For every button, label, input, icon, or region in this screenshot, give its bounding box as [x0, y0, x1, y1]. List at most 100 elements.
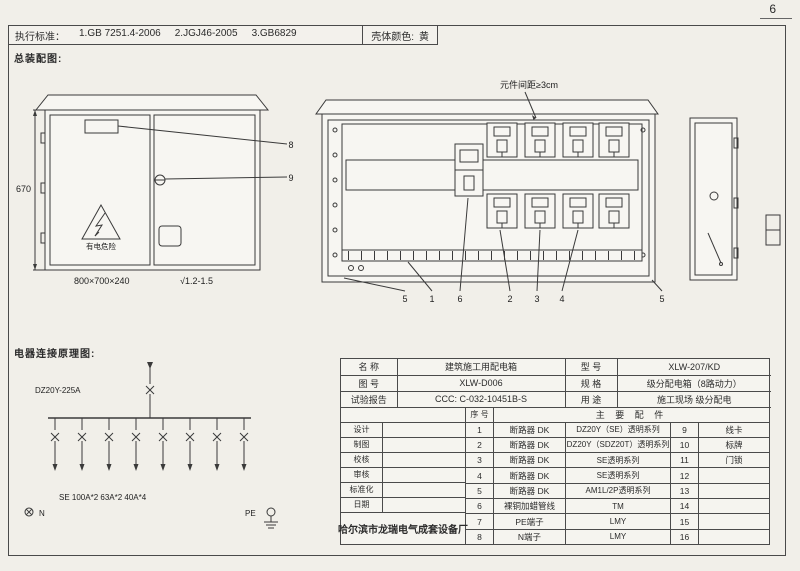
callout: 1 — [429, 294, 434, 304]
branch-breaker — [212, 417, 222, 472]
standard-2: 2.JGJ46-2005 — [174, 27, 238, 39]
acc-no: 6 — [466, 499, 494, 514]
shell-color-label: 壳体颜色: — [371, 31, 414, 43]
acc-no: 1 — [466, 422, 494, 437]
standards-list: 执行标准： 1.GB 7251.4-2006 2.JGJ46-2005 3.GB… — [9, 28, 362, 43]
acc-spec: TM — [566, 499, 671, 514]
sign-blank — [383, 468, 465, 482]
acc-spec: LMY — [566, 529, 671, 544]
use-value: 施工现场 级分配电 — [617, 391, 771, 408]
acc-no: 5 — [466, 483, 494, 499]
acc-no: 4 — [466, 468, 494, 483]
callout: 3 — [534, 294, 539, 304]
acc-name: 断路器 DK — [494, 483, 566, 499]
table-row: 5 断路器 DK AM1L/2P透明系列 13 — [466, 483, 769, 500]
breaker-unit — [598, 122, 630, 158]
shell-color-value: 黄 — [419, 31, 429, 43]
breaker-unit — [562, 122, 594, 158]
standard-1: 1.GB 7251.4-2006 — [79, 27, 161, 39]
seq-header: 序 号 — [466, 407, 494, 422]
warning-text: 有电危险 — [86, 241, 116, 251]
overall-dim-text: 800×700×240 — [74, 276, 130, 286]
sign-row: 校核 — [341, 452, 465, 468]
drawing-no-label: 图 号 — [341, 375, 398, 392]
acc-spec: DZ20Y（SDZ20T）透明系列 — [566, 437, 671, 453]
callout: 5 — [659, 294, 664, 304]
acc-no2: 16 — [671, 529, 699, 544]
shell-color: 壳体颜色: 黄 — [362, 26, 437, 44]
acc-name: 断路器 DK — [494, 422, 566, 437]
branch-breaker — [185, 417, 195, 472]
sign-blank — [383, 498, 465, 512]
sign-label: 标准化 — [341, 482, 383, 497]
breaker-unit — [524, 122, 556, 158]
cabinet-roof — [34, 94, 270, 111]
acc-name: N端子 — [494, 529, 566, 544]
main-breaker-label: DZ20Y-225A — [35, 386, 81, 395]
callout: 4 — [559, 294, 564, 304]
report-label: 试验报告 — [341, 391, 398, 408]
name-label: 名 称 — [341, 359, 398, 376]
table-row: 3 断路器 DK SE透明系列 11 门锁 — [466, 453, 769, 469]
neutral-label: N — [39, 509, 45, 518]
cabinet-body — [44, 109, 261, 271]
standards-header: 执行标准： 1.GB 7251.4-2006 2.JGJ46-2005 3.GB… — [8, 25, 438, 45]
closed-cabinet-front-view: 有电危险 670 800×700×240 √1.2-1.5 — [16, 94, 270, 286]
model-label: 型 号 — [565, 359, 618, 376]
acc-no: 8 — [466, 529, 494, 544]
acc-name: 裸铜加蜡管线 — [494, 499, 566, 514]
sign-row: 制图 — [341, 437, 465, 453]
wiring-duct — [345, 159, 639, 191]
acc-spec: AM1L/2P透明系列 — [566, 483, 671, 499]
sign-blank — [383, 453, 465, 467]
height-dimension: 670 — [16, 109, 45, 271]
use-label: 用 途 — [565, 391, 618, 408]
bottom-callouts: 5 1 6 2 3 4 5 — [343, 197, 665, 304]
height-dim-text: 670 — [16, 184, 31, 194]
cabinet-roof — [315, 99, 659, 115]
accessories-header: 序 号 主 要 配 件 — [466, 407, 769, 423]
table-row: 名 称 建筑施工用配电箱 型 号 XLW-207/KD — [341, 359, 771, 376]
page-number: 6 — [769, 2, 776, 16]
acc-no2: 13 — [671, 483, 699, 499]
accessories-table: 序 号 主 要 配 件 1 断路器 DK DZ20Y（SE）透明系列 9 线卡 … — [466, 407, 769, 544]
title-block: 名 称 建筑施工用配电箱 型 号 XLW-207/KD 图 号 XLW-D006… — [338, 358, 771, 545]
meter-window — [158, 225, 182, 247]
sign-row: 审核 — [341, 467, 465, 483]
acc-name: 断路器 DK — [494, 437, 566, 453]
breaker-unit — [486, 122, 518, 158]
right-door — [153, 114, 256, 266]
schematic-section-title: 电器连接原理图: — [14, 349, 96, 360]
callout: 6 — [457, 294, 462, 304]
name-value: 建筑施工用配电箱 — [397, 359, 566, 376]
acc-spec: SE透明系列 — [566, 453, 671, 468]
acc-no: 3 — [466, 453, 494, 468]
left-door — [49, 114, 151, 266]
acc-name2 — [699, 499, 769, 513]
spec-value: 级分配电箱（8路动力） — [617, 375, 771, 392]
title-block-lower: 设计 制图 校核 审核 标准化 日期 哈尔滨市龙瑞电气成套设备厂 序 号 主 要… — [338, 407, 769, 544]
pe-label: PE — [245, 509, 256, 518]
spacing-note: 元件间距≥3cm — [500, 79, 558, 120]
assembly-section-title: 总装配图: — [14, 54, 63, 65]
acc-name2: 标牌 — [725, 439, 743, 450]
acc-name2: 门锁 — [725, 455, 743, 466]
callout-8: 8 — [288, 140, 293, 150]
door-handle — [709, 191, 719, 201]
table-row: 图 号 XLW-D006 规 格 级分配电箱（8路动力） — [341, 375, 771, 392]
wiring-schematic: DZ20Y-225A SE 100A*2 63A*2 40A*4 N PE — [24, 362, 278, 529]
warning-triangle-icon — [81, 203, 121, 240]
table-row: 1 断路器 DK DZ20Y（SE）透明系列 9 线卡 — [466, 422, 769, 438]
acc-spec: SE透明系列 — [566, 468, 671, 483]
door-stay — [707, 232, 722, 264]
signature-block: 设计 制图 校核 审核 标准化 日期 哈尔滨市龙瑞电气成套设备厂 — [338, 407, 468, 544]
acc-name2 — [699, 484, 769, 498]
spacing-note-text: 元件间距≥3cm — [500, 79, 558, 90]
standard-3: 3.GB6829 — [251, 27, 297, 39]
terminal-strip — [341, 249, 643, 262]
model-value: XLW-207/KD — [617, 359, 771, 376]
acc-name2 — [699, 468, 769, 482]
acc-no2: 9 — [671, 422, 699, 437]
callout: 2 — [507, 294, 512, 304]
branch-breaker — [239, 417, 249, 472]
